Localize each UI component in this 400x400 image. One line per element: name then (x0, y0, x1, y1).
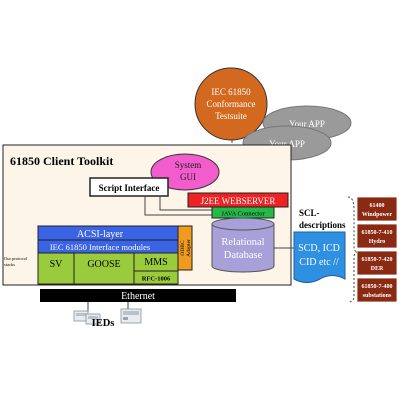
odbc-adapter-line1: ODBC (180, 240, 186, 256)
mms-label: MMS (144, 257, 167, 268)
protocol-note-line2: stacks (4, 262, 15, 267)
goose-label: GOOSE (87, 259, 120, 270)
your-app-front-label: Your APP (269, 139, 305, 149)
acsi-layer-label: ACSI-layer (77, 229, 124, 240)
conformance-line2: Conformance (207, 99, 256, 109)
conformance-testsuite: IEC 61850 Conformance Testsuite (194, 67, 268, 141)
standard-number: 61850-7-410 (362, 230, 393, 236)
scl-title-line2: descriptions (299, 220, 346, 230)
ied-device-icon (73, 310, 101, 325)
standard-box (356, 277, 398, 303)
toolkit-title: 61850 Client Toolkit (10, 154, 113, 168)
standard-box (356, 250, 398, 276)
sv-box (37, 252, 75, 285)
conformance-line1: IEC 61850 (211, 87, 251, 97)
database-line2: Database (224, 250, 263, 261)
system-gui-line2: GUI (180, 172, 196, 182)
standard-box (356, 223, 398, 249)
standard-name: DER (371, 266, 384, 272)
scl-title-line1: SCL- (299, 208, 320, 218)
iec-interface-modules-label: IEC 61850 Interface modules (50, 242, 150, 252)
rfc1006-box (133, 270, 179, 285)
odbc-adapter-line2: Adapter (186, 239, 192, 257)
your-app-back-label: Your APP (289, 119, 325, 129)
scl-doc-line2: CID etc // (299, 257, 339, 268)
j2ee-webserver-label: J2EE WEBSERVER (201, 196, 276, 206)
script-connector (159, 196, 212, 211)
standard-name: substations (363, 293, 392, 299)
script-interface-label: Script Interface (99, 183, 160, 193)
standard-number: 61850-7-400 (362, 284, 393, 290)
standard-name: Windpower (362, 212, 393, 218)
standard-number: 61400 (370, 203, 385, 209)
script-connector-2 (144, 196, 212, 216)
scl-document: SCD, ICD CID etc // (293, 231, 346, 283)
protocol-note-line1: Our protocol (4, 256, 28, 261)
standard-number: 61850-7-420 (362, 257, 393, 263)
relational-database: Relational Database (211, 217, 275, 273)
ethernet-bar (40, 289, 236, 302)
ied-device-icon (120, 308, 142, 324)
rfc1006-label: RFC-1006 (142, 276, 171, 283)
system-gui-line1: System (175, 160, 202, 170)
sv-label: SV (50, 259, 64, 270)
standard-name: Hydro (369, 239, 386, 245)
java-connector-label: JAVA Connector (221, 211, 265, 218)
scl-doc-line1: SCD, ICD (298, 243, 340, 254)
script-interface-box (89, 177, 169, 197)
conformance-line3: Testsuite (215, 111, 247, 121)
standard-box (356, 196, 398, 222)
ethernet-label: Ethernet (121, 291, 155, 302)
ieds-label: IEDs (92, 318, 115, 329)
standards-bracket (347, 196, 359, 303)
database-line1: Relational (221, 237, 264, 248)
odbc-adapter-bar (177, 225, 193, 271)
goose-box (73, 252, 135, 285)
